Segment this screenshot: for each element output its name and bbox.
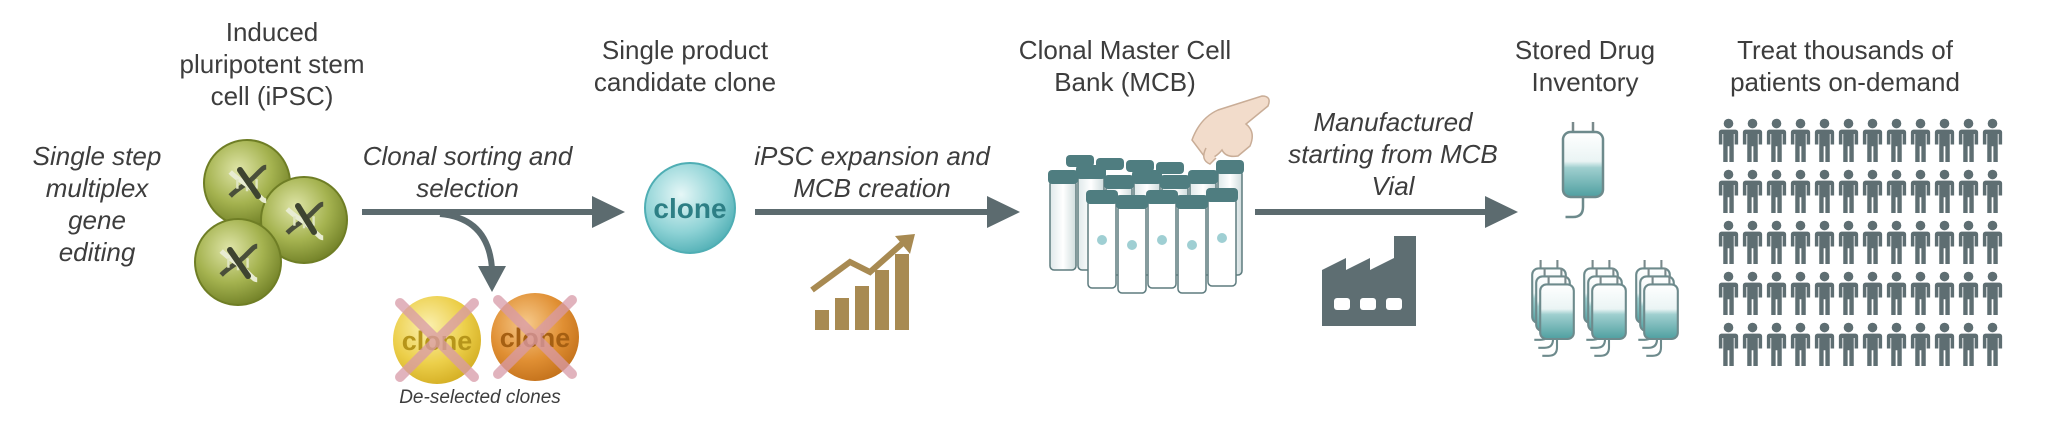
person-icon [1814, 118, 1835, 162]
person-icon [1934, 169, 1955, 213]
patients-grid [1718, 118, 2003, 366]
stored-drug-bags [1531, 122, 1679, 357]
person-icon [1718, 169, 1739, 213]
treat-label: Treat thousands of patients on-demand [1730, 35, 1960, 97]
person-icon [1742, 220, 1763, 264]
person-icon [1862, 118, 1883, 162]
master-bank-label: Clonal Master Cell Bank (MCB) [1018, 35, 1232, 97]
person-icon [1982, 169, 2003, 213]
person-icon [1934, 271, 1955, 315]
person-icon [1982, 118, 2003, 162]
person-icon [1958, 322, 1979, 366]
gene-editing-label: Single step multiplex gene editing [32, 141, 162, 267]
iv-bag-icon [1561, 122, 1605, 219]
person-icon [1742, 169, 1763, 213]
person-icon [1838, 271, 1859, 315]
arrow-expansion [755, 196, 1020, 228]
person-icon [1790, 169, 1811, 213]
person-icon [1862, 169, 1883, 213]
person-icon [1958, 118, 1979, 162]
arrow-manufacturing [1255, 196, 1518, 228]
person-icon [1934, 322, 1955, 366]
clonal-sorting-label: Clonal sorting and selection [362, 141, 573, 203]
person-icon [1766, 271, 1787, 315]
gloved-hand-icon [1191, 95, 1270, 165]
person-icon [1814, 322, 1835, 366]
bag-stacks [1531, 260, 1679, 357]
person-icon [1790, 271, 1811, 315]
person-icon [1742, 271, 1763, 315]
arrow-clonal-sorting [362, 196, 625, 292]
person-icon [1766, 220, 1787, 264]
person-icon [1886, 118, 1907, 162]
person-icon [1718, 271, 1739, 315]
growth-chart-icon [810, 234, 915, 330]
person-icon [1958, 169, 1979, 213]
person-icon [1838, 169, 1859, 213]
stored-drug-label: Stored Drug Inventory [1514, 35, 1656, 97]
person-icon [1766, 322, 1787, 366]
ipsc-title: Induced pluripotent stem cell (iPSC) [179, 17, 365, 111]
person-icon [1958, 220, 1979, 264]
person-icon [1838, 322, 1859, 366]
ipsc-cells [194, 139, 348, 306]
person-icon [1766, 169, 1787, 213]
person-icon [1982, 220, 2003, 264]
deselected-clones: clone clone [393, 293, 579, 384]
person-icon [1790, 322, 1811, 366]
manufactured-label: Manufactured starting from MCB Vial [1288, 107, 1498, 201]
person-icon [1982, 271, 2003, 315]
person-icon [1862, 220, 1883, 264]
person-icon [1934, 118, 1955, 162]
factory-icon [1322, 236, 1416, 326]
person-icon [1910, 271, 1931, 315]
person-icon [1742, 322, 1763, 366]
person-icon [1886, 322, 1907, 366]
person-icon [1862, 322, 1883, 366]
person-icon [1910, 220, 1931, 264]
person-icon [1790, 220, 1811, 264]
expansion-label: iPSC expansion and MCB creation [754, 141, 990, 203]
person-icon [1886, 169, 1907, 213]
person-icon [1910, 169, 1931, 213]
person-icon [1814, 271, 1835, 315]
person-icon [1910, 322, 1931, 366]
candidate-clone-label: Single product candidate clone [593, 35, 777, 97]
person-icon [1814, 220, 1835, 264]
person-icon [1766, 118, 1787, 162]
deselected-label: De-selected clones [399, 387, 561, 408]
person-icon [1838, 220, 1859, 264]
person-icon [1718, 220, 1739, 264]
person-icon [1958, 271, 1979, 315]
person-icon [1790, 118, 1811, 162]
person-icon [1934, 220, 1955, 264]
person-icon [1742, 118, 1763, 162]
person-icon [1886, 220, 1907, 264]
clone-text: clone [653, 193, 726, 224]
vial-rack-icon [1048, 155, 1244, 294]
person-icon [1910, 118, 1931, 162]
person-icon [1718, 118, 1739, 162]
person-icon [1814, 169, 1835, 213]
candidate-clone: clone [644, 162, 736, 254]
person-icon [1718, 322, 1739, 366]
person-icon [1982, 322, 2003, 366]
person-icon [1886, 271, 1907, 315]
person-icon [1838, 118, 1859, 162]
person-icon [1862, 271, 1883, 315]
